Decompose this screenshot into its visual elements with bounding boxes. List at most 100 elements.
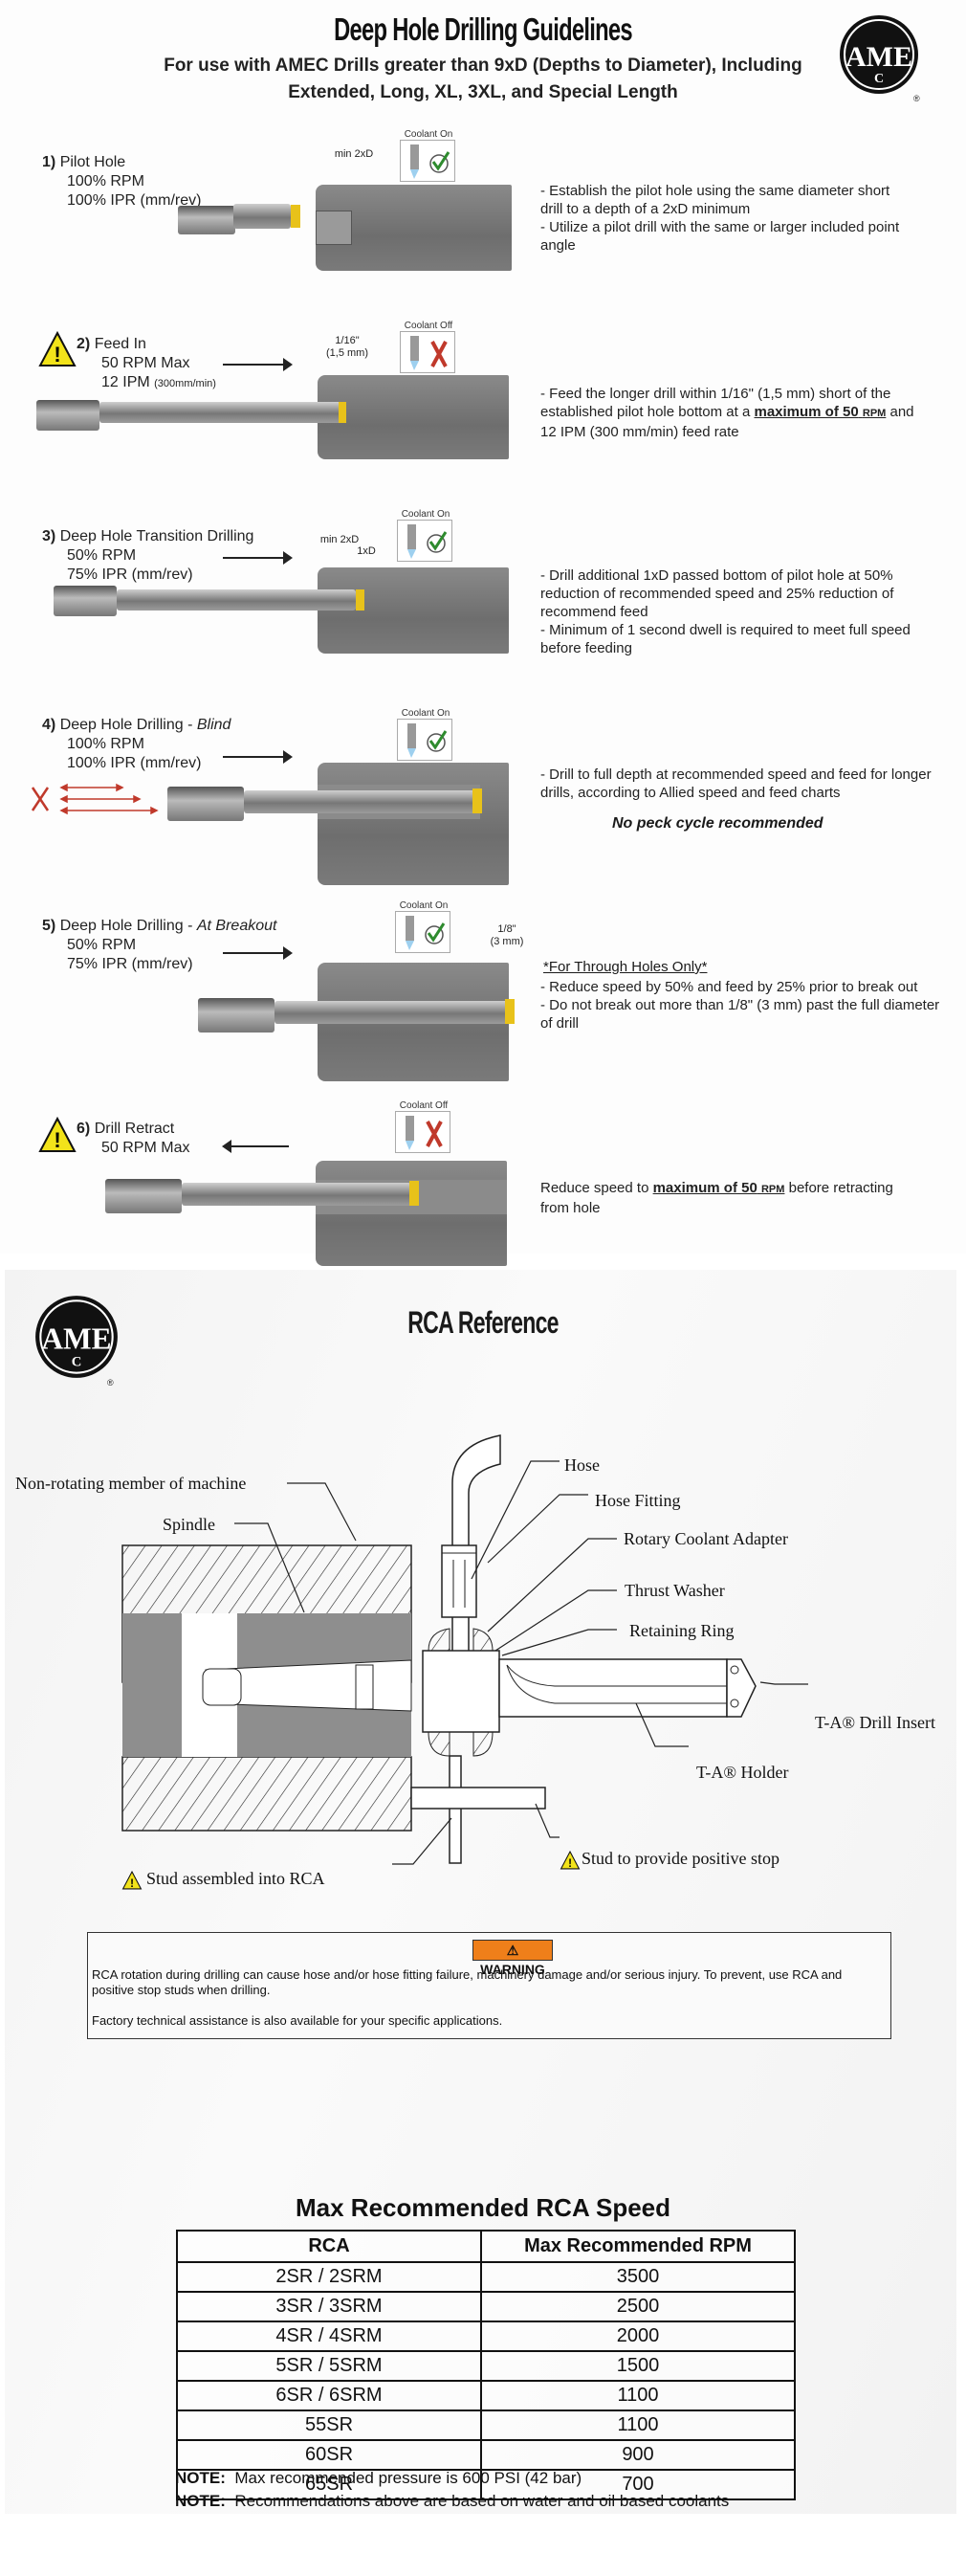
feed-arrow-right — [223, 557, 285, 559]
coolant-label: Coolant Off — [399, 1100, 449, 1111]
step-param: 50% RPM — [67, 547, 137, 564]
amec-logo: AME C — [33, 1294, 120, 1380]
drill-body — [99, 402, 342, 423]
coolant-off-indicator: Coolant Off — [400, 321, 457, 373]
step-5-title: 5) Deep Hole Drilling - At Breakout 50% … — [42, 917, 276, 974]
table-header-row: RCA Max Recommended RPM — [176, 2230, 796, 2263]
max-rpm: 2500 — [480, 2291, 796, 2322]
step-param: 100% RPM — [67, 173, 144, 189]
step-1-title: 1) Pilot Hole 100% RPM 100% IPR (mm/rev) — [42, 153, 201, 211]
arrow-head-icon — [283, 358, 293, 371]
drill-shank — [36, 400, 99, 431]
retract-arrow-left — [230, 1145, 289, 1147]
rca-model: 65SR — [176, 2469, 482, 2500]
svg-text:AME: AME — [41, 1322, 111, 1356]
coolant-on-indicator: Coolant On — [397, 708, 454, 761]
svg-text:!: ! — [54, 1128, 60, 1152]
coolant-on-indicator: Coolant On — [400, 129, 457, 182]
caution-icon: ! — [38, 1116, 77, 1158]
arrow-head-left-icon — [222, 1140, 231, 1153]
no-peck-note: No peck cycle recommended — [612, 815, 823, 832]
max-rpm: 1100 — [480, 2380, 796, 2411]
coolant-off-icon — [406, 1116, 443, 1150]
step-number: 4) — [42, 717, 56, 733]
step-number: 1) — [42, 154, 56, 170]
svg-text:C: C — [874, 72, 884, 86]
coolant-nozzle-icon — [407, 524, 448, 559]
drill-body — [244, 790, 476, 813]
note-line: Reduce speed to — [540, 1180, 649, 1196]
max-rpm: 1100 — [480, 2409, 796, 2441]
note-label: NOTE: — [175, 2492, 226, 2510]
max-rpm: 900 — [480, 2439, 796, 2471]
speed-table-title: Max Recommended RCA Speed — [295, 2193, 671, 2222]
rca-model: 6SR / 6SRM — [176, 2380, 482, 2411]
rca-diagram — [0, 1426, 966, 1923]
drill-shank — [167, 787, 244, 821]
label-non-rotating-member: Non-rotating member of machine — [15, 1474, 247, 1493]
note-line: before retracting from hole — [540, 1180, 893, 1216]
label-thrust-washer: Thrust Washer — [625, 1581, 725, 1600]
note-coolants: NOTE: Recommendations above are based on… — [175, 2492, 729, 2511]
dimension-label-metric: (1,5 mm) — [326, 347, 368, 359]
warning-text: RCA rotation during drilling can cause h… — [92, 1967, 843, 1997]
step-3-notes: - Drill additional 1xD passed bottom of … — [540, 566, 933, 657]
rca-title: RCA Reference — [407, 1305, 559, 1340]
max-rpm: 700 — [480, 2469, 796, 2500]
note-line: - Minimum of 1 second dwell is required … — [540, 622, 911, 656]
rca-model: 3SR / 3SRM — [176, 2291, 482, 2322]
workpiece — [318, 567, 509, 654]
drill-insert — [291, 205, 300, 228]
note-line: - Drill to full depth at recommended spe… — [540, 766, 932, 801]
step-name-emphasis: Blind — [196, 717, 231, 733]
arrow-head-icon — [283, 946, 293, 960]
note-text: Recommendations above are based on water… — [234, 2492, 730, 2510]
step-4-notes: - Drill to full depth at recommended spe… — [540, 766, 933, 802]
svg-text:AME: AME — [845, 41, 912, 73]
warning-box: ⚠ WARNING RCA rotation during drilling c… — [87, 1932, 891, 2039]
guidelines-page: Deep Hole Drilling Guidelines For use wi… — [0, 0, 966, 1266]
arrow-head-icon — [283, 750, 293, 764]
drill-body — [117, 589, 356, 611]
label-holder: T-A® Holder — [696, 1763, 789, 1782]
step-param: 50 RPM Max — [101, 355, 190, 371]
drill-shank — [178, 206, 235, 234]
dimension-label-2: 1xD — [357, 545, 376, 557]
caution-icon: ! — [121, 1870, 143, 1895]
column-header-rca: RCA — [176, 2230, 482, 2263]
step-param: 50% RPM — [67, 937, 137, 953]
page-title: Deep Hole Drilling Guidelines — [334, 11, 633, 47]
note-line: and 12 IPM (300 mm/min) feed rate — [540, 404, 914, 440]
label-hose: Hose — [564, 1455, 600, 1475]
rca-model: 2SR / 2SRM — [176, 2261, 482, 2293]
no-peck-cycle-icon — [29, 780, 163, 823]
note-line: - Drill additional 1xD passed bottom of … — [540, 567, 894, 620]
coolant-label: Coolant On — [404, 129, 453, 140]
feed-arrow-right — [223, 952, 285, 954]
column-header-rpm: Max Recommended RPM — [480, 2230, 796, 2263]
coolant-off-indicator: Coolant Off — [395, 1100, 452, 1153]
step-number: 2) — [77, 336, 91, 352]
caution-icon: ! — [38, 330, 77, 372]
warning-triangle-icon: ⚠ — [506, 1943, 519, 1958]
coolant-label: Coolant Off — [404, 321, 453, 331]
pilot-hole — [316, 211, 352, 245]
drill-shank — [198, 998, 274, 1033]
rca-assembly-drawing — [121, 1434, 808, 1865]
through-holes-heading: *For Through Holes Only* — [543, 959, 708, 975]
max-rpm: 2000 — [480, 2321, 796, 2352]
note-line: - Establish the pilot hole using the sam… — [540, 183, 890, 217]
svg-text:C: C — [72, 1354, 82, 1369]
step-param: 100% RPM — [67, 736, 144, 752]
rca-model: 4SR / 4SRM — [176, 2321, 482, 2352]
drill-body — [233, 204, 291, 229]
step-3-title: 3) Deep Hole Transition Drilling 50% RPM… — [42, 527, 253, 585]
step-name: Deep Hole Drilling - — [59, 918, 197, 934]
page-subtitle-line2: Extended, Long, XL, 3XL, and Special Len… — [288, 82, 678, 102]
step-param-metric: (300mm/min) — [154, 378, 216, 389]
registered-mark: ® — [107, 1378, 114, 1388]
